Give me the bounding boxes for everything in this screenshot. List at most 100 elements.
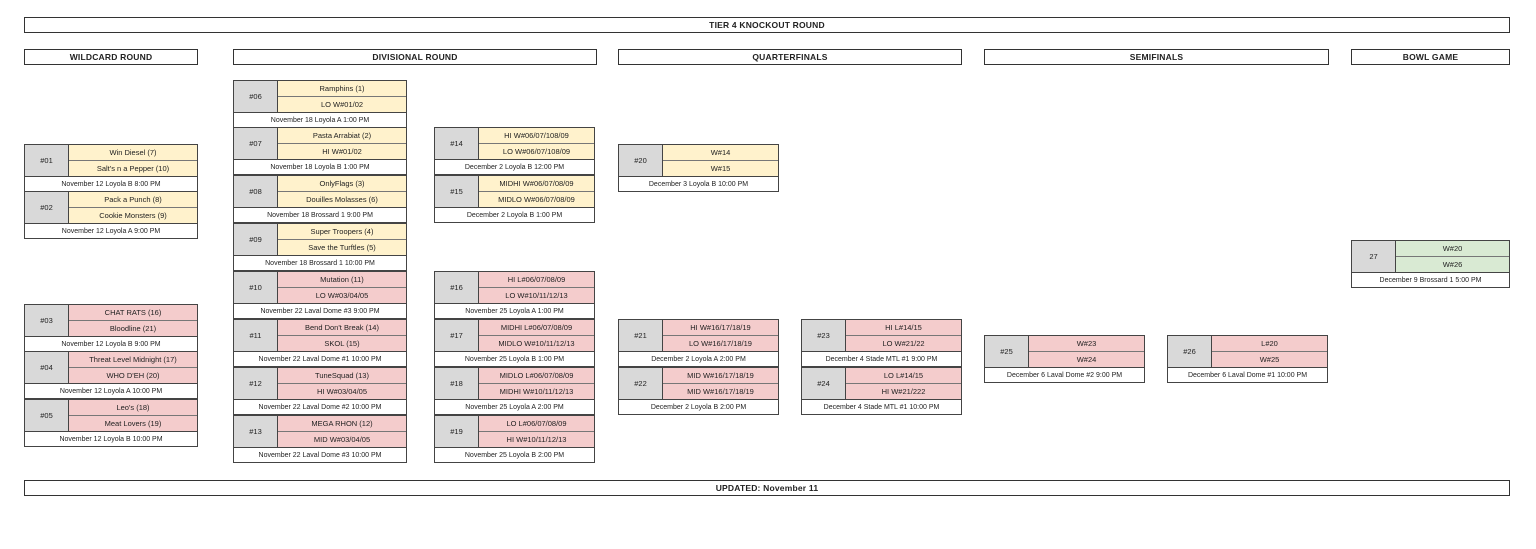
match-number: #04 <box>25 352 69 383</box>
match-info: November 22 Laval Dome #1 10:00 PM <box>258 355 382 363</box>
match-01[interactable]: #01 Win Diesel (7)Salt's n a Pepper (10)… <box>24 144 198 192</box>
match-info: November 25 Loyola A 1:00 PM <box>465 307 564 315</box>
match-info: December 9 Brossard 1 5:00 PM <box>1379 276 1482 284</box>
team-top: HI W#06/07/108/09 <box>479 128 594 144</box>
team-top: MIDHI L#06/07/08/09 <box>479 320 594 336</box>
team-bottom: LO W#06/07/108/09 <box>479 143 594 159</box>
team-top: Ramphins (1) <box>278 81 406 97</box>
match-number: #22 <box>619 368 663 399</box>
match-number: #21 <box>619 320 663 351</box>
team-top: W#14 <box>663 145 778 161</box>
round-header-divisional: DIVISIONAL ROUND <box>233 49 597 65</box>
updated-footer: UPDATED: November 11 <box>24 480 1510 496</box>
team-top: Pasta Arrabiat (2) <box>278 128 406 144</box>
match-02[interactable]: #02 Pack a Punch (8)Cookie Monsters (9) … <box>24 191 198 239</box>
team-top: OnlyFlags (3) <box>278 176 406 192</box>
match-04[interactable]: #04 Threat Level Midnight (17)WHO D'EH (… <box>24 351 198 399</box>
match-03[interactable]: #03 CHAT RATS (16)Bloodline (21) Novembe… <box>24 304 198 352</box>
team-top: HI W#16/17/18/19 <box>663 320 778 336</box>
match-info: November 25 Loyola B 2:00 PM <box>464 451 565 459</box>
team-bottom: LO W#21/22 <box>846 335 961 351</box>
team-bottom: MIDLO W#06/07/08/09 <box>479 191 594 207</box>
match-info: November 22 Laval Dome #3 10:00 PM <box>258 451 382 459</box>
match-number: #06 <box>234 81 278 112</box>
match-06[interactable]: #06 Ramphins (1)LO W#01/02 November 18 L… <box>233 80 407 128</box>
match-number: #24 <box>802 368 846 399</box>
match-info: December 6 Laval Dome #1 10:00 PM <box>1187 371 1308 379</box>
match-number: #08 <box>234 176 278 207</box>
team-top: Bend Don't Break (14) <box>278 320 406 336</box>
team-top: Leo's (18) <box>69 400 197 416</box>
team-bottom: Bloodline (21) <box>69 320 197 336</box>
match-11[interactable]: #11 Bend Don't Break (14)SKOL (15) Novem… <box>233 319 407 367</box>
team-top: HI L#06/07/08/09 <box>479 272 594 288</box>
team-top: LO L#06/07/08/09 <box>479 416 594 432</box>
match-number: #15 <box>435 176 479 207</box>
match-info: November 12 Loyola A 9:00 PM <box>61 227 161 235</box>
team-bottom: W#26 <box>1396 256 1509 272</box>
match-10[interactable]: #10 Mutation (11)LO W#03/04/05 November … <box>233 271 407 319</box>
team-bottom: LO W#10/11/12/13 <box>479 287 594 303</box>
team-top: W#20 <box>1396 241 1509 257</box>
match-07[interactable]: #07 Pasta Arrabiat (2)HI W#01/02 Novembe… <box>233 127 407 175</box>
match-number: #26 <box>1168 336 1212 367</box>
team-bottom: WHO D'EH (20) <box>69 367 197 383</box>
team-bottom: W#25 <box>1212 351 1327 367</box>
team-bottom: MIDLO W#10/11/12/13 <box>479 335 594 351</box>
match-number: 27 <box>1352 241 1396 272</box>
round-header-wildcard: WILDCARD ROUND <box>24 49 198 65</box>
match-number: #14 <box>435 128 479 159</box>
match-number: #03 <box>25 305 69 336</box>
match-info: November 12 Loyola B 8:00 PM <box>61 180 161 188</box>
match-number: #02 <box>25 192 69 223</box>
team-top: Super Troopers (4) <box>278 224 406 240</box>
team-top: Pack a Punch (8) <box>69 192 197 208</box>
team-top: CHAT RATS (16) <box>69 305 197 321</box>
team-bottom: HI W#21/222 <box>846 383 961 399</box>
match-number: #18 <box>435 368 479 399</box>
team-top: LO L#14/15 <box>846 368 961 384</box>
team-top: Mutation (11) <box>278 272 406 288</box>
team-bottom: Cookie Monsters (9) <box>69 207 197 223</box>
match-08[interactable]: #08 OnlyFlags (3)Douilles Molasses (6) N… <box>233 175 407 223</box>
team-top: MIDLO L#06/07/08/09 <box>479 368 594 384</box>
match-number: #17 <box>435 320 479 351</box>
match-09[interactable]: #09 Super Troopers (4)Save the Turftles … <box>233 223 407 271</box>
team-bottom: MIDHI W#10/11/12/13 <box>479 383 594 399</box>
team-top: TuneSquad (13) <box>278 368 406 384</box>
match-info: December 4 Stade MTL #1 9:00 PM <box>825 355 938 363</box>
round-header-bowl: BOWL GAME <box>1351 49 1510 65</box>
team-bottom: LO W#03/04/05 <box>278 287 406 303</box>
team-top: Threat Level Midnight (17) <box>69 352 197 368</box>
team-bottom: MID W#16/17/18/19 <box>663 383 778 399</box>
match-13[interactable]: #13 MEGA RHON (12)MID W#03/04/05 Novembe… <box>233 415 407 463</box>
match-number: #05 <box>25 400 69 431</box>
team-bottom: SKOL (15) <box>278 335 406 351</box>
match-12[interactable]: #12 TuneSquad (13)HI W#03/04/05 November… <box>233 367 407 415</box>
team-bottom: HI W#03/04/05 <box>278 383 406 399</box>
match-info: December 4 Stade MTL #1 10:00 PM <box>823 403 940 411</box>
match-info: November 25 Loyola B 1:00 PM <box>464 355 565 363</box>
match-number: #13 <box>234 416 278 447</box>
team-top: HI L#14/15 <box>846 320 961 336</box>
match-05[interactable]: #05 Leo's (18)Meat Lovers (19) November … <box>24 399 198 447</box>
match-number: #09 <box>234 224 278 255</box>
match-info: November 18 Brossard 1 9:00 PM <box>267 211 373 219</box>
match-info: November 18 Brossard 1 10:00 PM <box>265 259 375 267</box>
match-number: #11 <box>234 320 278 351</box>
match-info: December 2 Loyola B 2:00 PM <box>650 403 747 411</box>
